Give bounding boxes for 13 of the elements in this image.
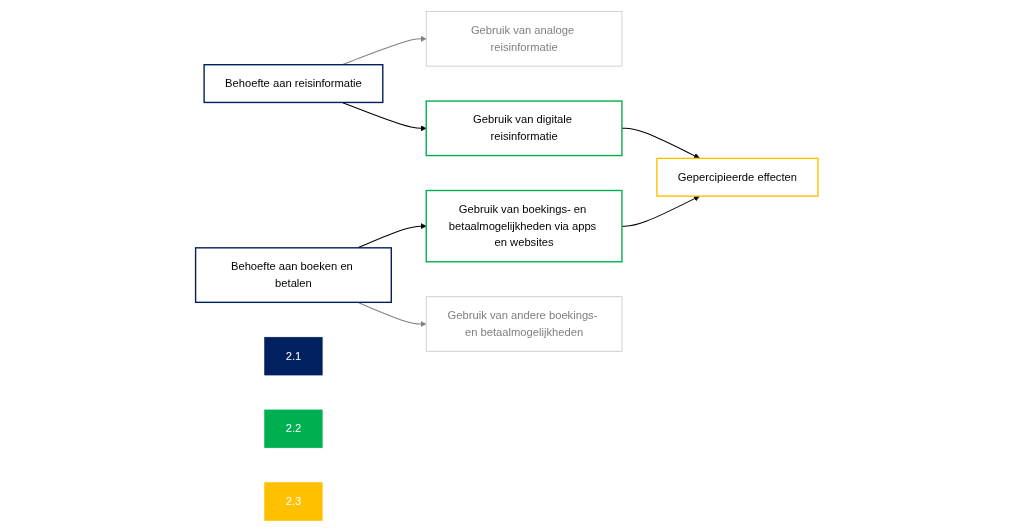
arrow [357, 222, 427, 248]
node-box: Gebruik van analoge reisinformatie [426, 10, 623, 66]
node-box: 2.3 [264, 481, 323, 521]
arrow [357, 301, 427, 327]
arrow [341, 101, 427, 131]
node-box: Gebruik van andere boekings- en betaalmogelijkheden [426, 295, 623, 352]
node-box: 2.2 [264, 409, 323, 448]
node-box: Behoefte aan reisinformatie [203, 63, 384, 103]
node-box: Gebruik van boekings- en betaalmogelijkheden via apps en websites [425, 189, 623, 262]
node-box: Gepercipieerde effecten [656, 157, 819, 197]
node-box: Gebruik van digitale reisinformatie [425, 99, 623, 156]
node-box: Behoefte aan boeken en betalen [195, 246, 393, 303]
node-box: 2.1 [264, 336, 323, 375]
